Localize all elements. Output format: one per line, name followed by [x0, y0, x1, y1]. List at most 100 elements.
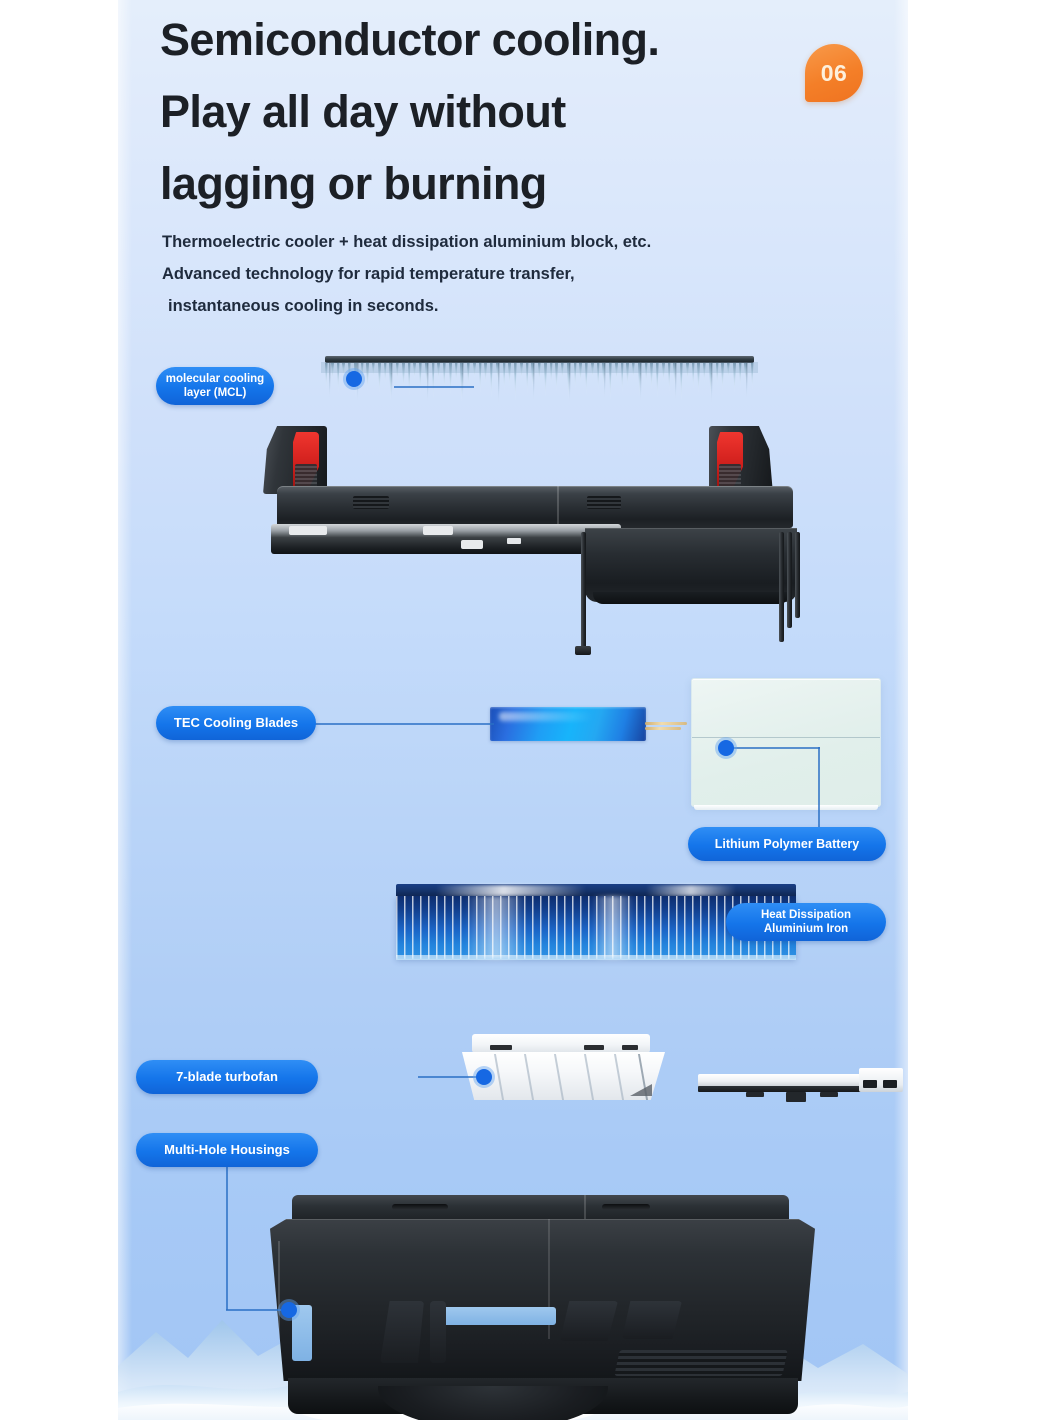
hotspot-dot-frost-layer[interactable]	[346, 371, 362, 387]
battery-seam	[692, 737, 880, 739]
slab-seam	[557, 486, 559, 528]
tec-module-wire-1	[645, 722, 687, 725]
motor-plate-foot-3	[820, 1092, 838, 1097]
callout-molecular-cooling-layer[interactable]: molecular cooling layer (MCL)	[156, 367, 274, 405]
heatsink-base-edge	[396, 955, 796, 960]
bottom-housing-top-seam	[584, 1195, 586, 1223]
cooler-fan-pod-lip	[593, 592, 789, 604]
page-subtitle: Thermoelectric cooler + heat dissipation…	[162, 226, 762, 322]
turbofan-cap-slot-3	[622, 1045, 638, 1050]
bottom-housing-top-rim	[292, 1195, 789, 1223]
heatsink-top-highlight-2	[646, 885, 736, 896]
callout-multi-hole-housings-label: Multi-Hole Housings	[164, 1142, 290, 1157]
motor-plate-graphic	[698, 1068, 903, 1106]
heatsink-top-highlight-1	[436, 885, 586, 896]
slab-vent-left	[353, 496, 389, 509]
bottom-housing-vent-fin-3	[560, 1301, 618, 1341]
molecular-cooling-layer-graphic	[321, 356, 758, 408]
bottom-housing-vent-side	[292, 1305, 312, 1361]
lead-line-multi-hole-housings-horizontal	[226, 1309, 286, 1311]
bottom-housing-graphic	[270, 1195, 815, 1420]
bottom-housing-vent-center	[438, 1307, 556, 1325]
callout-tec-cooling-blades-label: TEC Cooling Blades	[173, 715, 299, 730]
battery-bottom-edge	[694, 805, 878, 810]
motor-plate-body	[698, 1074, 888, 1087]
cooler-leg-left-foot	[575, 646, 591, 655]
cooler-leg-right-a	[779, 532, 784, 642]
callout-heat-dissipation-aluminium-iron[interactable]: Heat Dissipation Aluminium Iron	[726, 903, 886, 941]
callout-lithium-polymer-battery-label: Lithium Polymer Battery	[714, 837, 860, 851]
step-number-badge: 06	[805, 44, 863, 102]
page-title-line-1: Semiconductor cooling.	[160, 14, 660, 65]
tec-module-graphic	[490, 707, 646, 741]
motor-plate-rail	[698, 1086, 893, 1092]
step-number-label: 06	[820, 59, 848, 86]
lead-line-turbofan	[418, 1076, 478, 1078]
motor-plate-connector	[859, 1068, 903, 1092]
heatsink-graphic	[396, 884, 796, 960]
clamp-arm-right	[709, 426, 773, 494]
motor-plate-connector-pin-2	[883, 1080, 897, 1088]
lead-line-multi-hole-housings-vertical	[226, 1167, 228, 1310]
lead-line-molecular-cooling-layer	[394, 386, 474, 388]
bottom-housing-vent-fin-4	[622, 1301, 682, 1339]
bottom-housing-cold-plate	[378, 1386, 608, 1420]
lead-line-battery-horizontal	[732, 747, 820, 749]
cooler-fan-pod	[585, 528, 797, 602]
bottom-housing-ridges	[614, 1350, 788, 1376]
motor-plate-foot-2	[786, 1092, 806, 1102]
page-subtitle-line-2: Advanced technology for rapid temperatur…	[162, 265, 575, 283]
slab-vent-right	[587, 496, 621, 509]
page-title-line-2: Play all day without	[160, 86, 566, 137]
lead-line-battery-vertical	[818, 747, 820, 835]
turbofan-cap-slot-2	[584, 1045, 604, 1050]
heatsink-fins-highlight-2	[592, 896, 634, 959]
callout-tec-cooling-blades[interactable]: TEC Cooling Blades	[156, 706, 316, 740]
cooler-leg-right-c	[795, 532, 800, 618]
cooler-leg-left	[581, 532, 586, 650]
page-subtitle-line-3: instantaneous cooling in seconds.	[168, 297, 439, 315]
turbofan-blade-assembly	[462, 1052, 665, 1100]
cooler-leg-right-b	[787, 532, 792, 628]
page-subtitle-line-1: Thermoelectric cooler + heat dissipation…	[162, 233, 652, 251]
bottom-housing-vent-fin-2	[430, 1301, 446, 1363]
frost-bar	[325, 356, 754, 363]
motor-plate-foot-1	[746, 1092, 764, 1097]
callout-heat-dissipation-line-1: Heat Dissipation	[760, 909, 852, 921]
clamp-arm-right-ribs	[719, 464, 741, 490]
clamp-arm-left-ribs	[295, 464, 317, 490]
turbofan-cap-slot-1	[490, 1045, 512, 1050]
heatsink-fins-highlight-1	[466, 896, 526, 959]
content-panel: Semiconductor cooling. Play all day with…	[118, 0, 908, 1420]
clamp-arm-left	[263, 426, 327, 494]
bottom-housing-slot-1	[392, 1204, 448, 1210]
callout-seven-blade-turbofan-label: 7-blade turbofan	[176, 1069, 278, 1084]
cooler-body-graphic	[263, 420, 808, 670]
bottom-housing-edge-left	[278, 1241, 280, 1363]
callout-molecular-cooling-layer-line-1: molecular cooling	[165, 373, 265, 385]
contact-plate-chip-4	[507, 538, 521, 544]
contact-plate-chip-2	[423, 526, 453, 535]
contact-plate-chip-1	[289, 526, 327, 535]
cooler-contact-plate	[271, 524, 621, 554]
bottom-housing-edge-mid	[548, 1219, 550, 1339]
callout-molecular-cooling-layer-line-2: layer (MCL)	[183, 387, 247, 399]
hotspot-dot-battery[interactable]	[718, 740, 734, 756]
tec-module-highlight	[499, 711, 593, 721]
page-title: Semiconductor cooling. Play all day with…	[160, 4, 800, 220]
contact-plate-chip-3	[461, 540, 483, 549]
turbofan-graphic	[462, 1034, 665, 1104]
hotspot-dot-turbofan[interactable]	[476, 1069, 492, 1085]
callout-heat-dissipation-line-2: Aluminium Iron	[763, 923, 849, 935]
page-title-line-3: lagging or burning	[160, 158, 547, 209]
cooler-top-slab	[277, 486, 793, 528]
turbofan-top-cap	[472, 1034, 650, 1053]
motor-plate-connector-pin-1	[863, 1080, 877, 1088]
callout-seven-blade-turbofan[interactable]: 7-blade turbofan	[136, 1060, 318, 1094]
bottom-housing-slot-2	[602, 1204, 650, 1210]
hotspot-dot-bottom-housing[interactable]	[281, 1302, 297, 1318]
lead-line-tec-cooling-blades	[314, 723, 494, 725]
callout-lithium-polymer-battery[interactable]: Lithium Polymer Battery	[688, 827, 886, 861]
callout-multi-hole-housings[interactable]: Multi-Hole Housings	[136, 1133, 318, 1167]
